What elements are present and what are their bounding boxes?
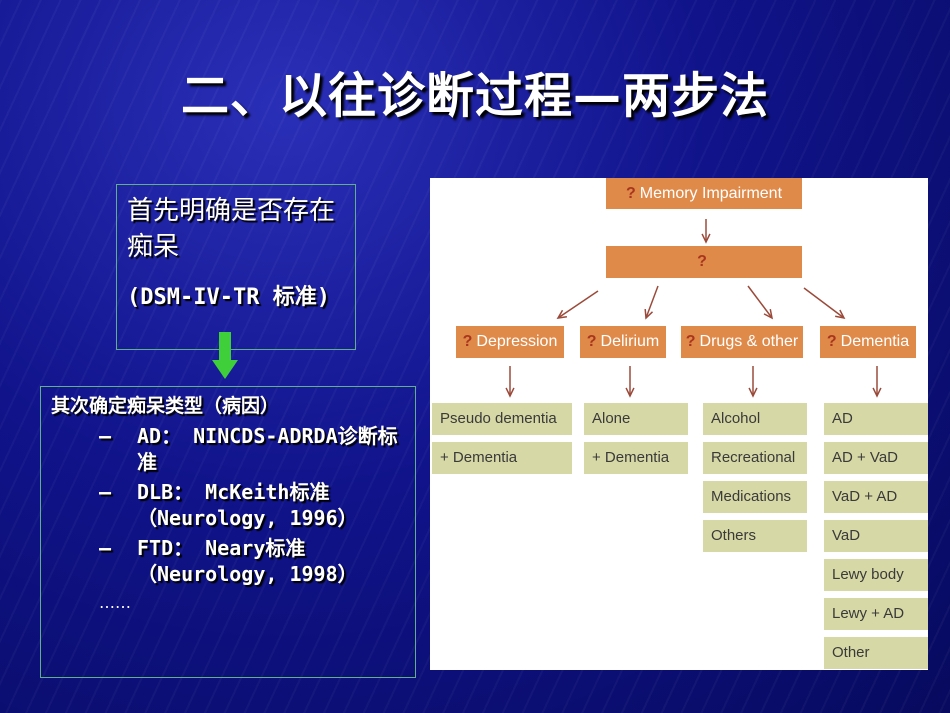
node-label: Delirium <box>600 333 660 350</box>
flow-arrow <box>747 285 773 319</box>
outcome-box: VaD + AD <box>824 481 928 513</box>
outcome-box: Lewy body <box>824 559 928 591</box>
outcome-box: Medications <box>703 481 807 513</box>
criteria-text: AD： NINCDS-ADRDA诊断标准 <box>137 424 398 474</box>
outcome-box: Lewy + AD <box>824 598 928 630</box>
node-memory-impairment: ?Memory Impairment <box>606 178 802 209</box>
node-unknown: ? <box>606 246 802 278</box>
node-category-drugs-other: ?Drugs & other <box>681 326 803 358</box>
node-label: Drugs & other <box>699 333 799 350</box>
arrow-head <box>763 309 774 320</box>
outcome-box: AD + VaD <box>824 442 928 474</box>
criteria-text: FTD： Neary标准（Neurology, 1998） <box>137 536 358 586</box>
node-label: Depression <box>476 333 558 350</box>
node-category-dementia: ?Dementia <box>820 326 916 358</box>
down-arrow-icon <box>212 332 238 379</box>
outcome-box: Others <box>703 520 807 552</box>
outcome-box: Recreational <box>703 442 807 474</box>
slide-title: 二、以往诊断过程—两步法 <box>180 68 769 124</box>
arrow-head <box>748 387 758 398</box>
step2-heading: 其次确定痴呆类型（病因） <box>51 395 280 417</box>
outcome-box: AD <box>824 403 928 435</box>
arrow-head <box>872 387 882 398</box>
criteria-item-dlb: – DLB： McKeith标准（Neurology, 1996） <box>51 479 405 531</box>
question-mark: ? <box>697 253 707 270</box>
bullet-dash: – <box>99 480 112 504</box>
question-mark: ? <box>685 333 696 350</box>
outcome-box: Alcohol <box>703 403 807 435</box>
bullet-dash: – <box>99 536 112 560</box>
outcome-box: + Dementia <box>584 442 688 474</box>
outcome-box: Alone <box>584 403 688 435</box>
criteria-item-ad: – AD： NINCDS-ADRDA诊断标准 <box>51 423 405 475</box>
arrow-head <box>505 387 515 398</box>
ellipsis: …… <box>99 593 131 612</box>
step1-criteria: (DSM-IV-TR 标准) <box>127 285 330 310</box>
question-mark: ? <box>625 185 636 202</box>
criteria-item-ftd: – FTD： Neary标准（Neurology, 1998） <box>51 535 405 587</box>
question-mark: ? <box>462 333 473 350</box>
criteria-text: DLB： McKeith标准（Neurology, 1996） <box>137 480 358 530</box>
step2-box: 其次确定痴呆类型（病因） – AD： NINCDS-ADRDA诊断标准 – DL… <box>40 386 416 678</box>
node-label: Dementia <box>840 333 910 350</box>
outcome-box: VaD <box>824 520 928 552</box>
arrow-head <box>701 233 711 244</box>
step1-box: 首先明确是否存在痴呆 (DSM-IV-TR 标准) <box>116 184 356 350</box>
question-mark: ? <box>586 333 597 350</box>
arrow-head <box>625 387 635 398</box>
outcome-box: Pseudo dementia <box>432 403 572 435</box>
node-category-delirium: ?Delirium <box>580 326 666 358</box>
outcome-box: + Dementia <box>432 442 572 474</box>
node-label: Memory Impairment <box>639 185 783 202</box>
flow-arrow <box>645 285 659 319</box>
arrow-head <box>835 309 846 320</box>
flow-arrow <box>557 290 599 319</box>
step1-text: 首先明确是否存在痴呆 <box>127 196 336 262</box>
node-category-depression: ?Depression <box>456 326 564 358</box>
arrow-head <box>556 309 568 319</box>
arrow-head <box>644 308 654 320</box>
bullet-dash: – <box>99 424 112 448</box>
question-mark: ? <box>826 333 837 350</box>
outcome-box: Other <box>824 637 928 669</box>
flow-arrow <box>803 287 845 319</box>
flowchart-arrows <box>505 219 882 398</box>
